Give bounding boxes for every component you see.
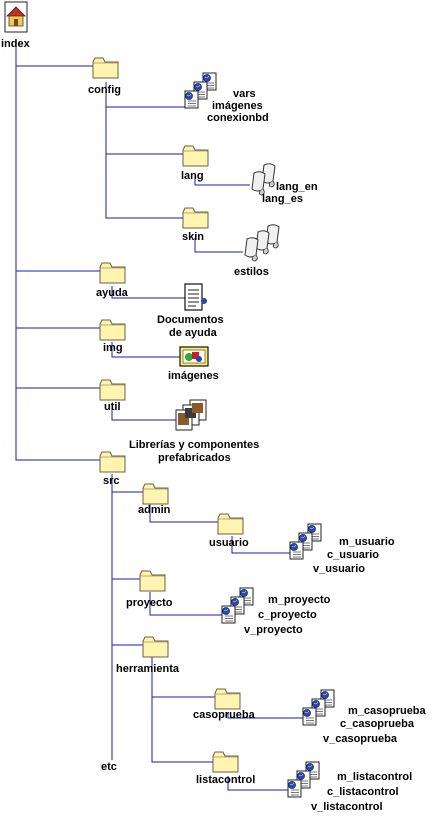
proyecto-file-m: m_proyecto	[268, 594, 331, 606]
node-usuario-label: usuario	[209, 537, 249, 549]
connector-usuario-files	[231, 536, 290, 554]
ayuda-file-line1: Documentos	[157, 314, 224, 326]
connector-ayuda-files	[111, 286, 185, 299]
img-picture-icon	[179, 346, 209, 367]
folder-ayuda-icon	[99, 262, 126, 284]
folder-skin-icon	[182, 207, 209, 229]
usuario-file-v: v_usuario	[313, 563, 365, 575]
ayuda-file-line2: de ayuda	[169, 327, 218, 339]
config-file-conexionbd: conexionbd	[207, 112, 269, 124]
listacontrol-files-icon	[287, 761, 320, 798]
folder-herramienta-icon	[142, 636, 169, 658]
node-config-label: config	[88, 84, 121, 96]
node-index-label: index	[1, 38, 31, 50]
index-home-icon	[4, 1, 28, 33]
folder-config-icon	[92, 57, 119, 79]
folder-util-icon	[99, 379, 126, 401]
util-library-stack-icon	[175, 399, 207, 431]
lang-files-scroll-icon	[251, 163, 276, 196]
skin-files-scroll-icon	[244, 224, 280, 262]
usuario-file-m: m_usuario	[339, 536, 395, 548]
folder-img-icon	[99, 319, 126, 341]
lang-file-es: lang_es	[262, 193, 303, 205]
node-src-label: src	[103, 475, 120, 487]
connector-skin-files	[194, 238, 243, 253]
casoprueba-file-m: m_casoprueba	[348, 705, 427, 717]
node-img-label: img	[103, 342, 123, 354]
skin-file-estilos: estilos	[234, 266, 269, 278]
connector-img-files	[111, 342, 180, 358]
node-admin-label: admin	[138, 504, 171, 516]
node-ayuda-label: ayuda	[96, 287, 129, 299]
folder-listacontrol-icon	[212, 751, 239, 773]
connector-casoprueba-files	[227, 712, 303, 719]
folder-admin-icon	[142, 483, 169, 505]
util-file-line2: prefabricados	[158, 452, 231, 464]
lang-file-en: lang_en	[276, 181, 318, 193]
connector-admin-trunk	[149, 504, 218, 523]
connector-listacontrol-files	[227, 776, 288, 791]
node-skin-label: skin	[182, 231, 204, 243]
folder-proyecto-icon	[139, 570, 166, 592]
listacontrol-file-c: c_listacontrol	[327, 786, 399, 798]
folder-casoprueba-icon	[214, 688, 241, 710]
casoprueba-file-c: c_casoprueba	[340, 718, 415, 730]
util-file-line1: Librerías y componentes	[129, 439, 259, 451]
img-file-imagenes: imágenes	[168, 370, 219, 382]
connector-config-trunk	[105, 82, 183, 219]
proyecto-file-v: v_proyecto	[244, 624, 303, 636]
proyecto-file-c: c_proyecto	[258, 609, 317, 621]
node-util-label: util	[104, 401, 121, 413]
connector-lang-files	[194, 175, 250, 186]
connector-proyecto-files	[149, 592, 222, 616]
node-herramienta-label: herramienta	[116, 663, 180, 675]
connector-util-files	[111, 403, 176, 421]
folder-lang-icon	[182, 145, 209, 167]
connector-index-trunk	[15, 40, 100, 461]
casoprueba-file-v: v_casoprueba	[323, 733, 398, 745]
node-casoprueba-label: casoprueba	[193, 709, 256, 721]
proyecto-files-icon	[221, 587, 254, 624]
connector-herramienta-trunk	[151, 657, 213, 763]
listacontrol-file-v: v_listacontrol	[311, 801, 383, 813]
node-listacontrol-label: listacontrol	[196, 774, 255, 786]
listacontrol-file-m: m_listacontrol	[337, 771, 412, 783]
config-file-vars: vars	[233, 88, 256, 100]
node-etc-label: etc	[101, 761, 117, 773]
folder-usuario-icon	[217, 513, 244, 535]
config-file-imagenes: imágenes	[212, 100, 263, 112]
node-proyecto-label: proyecto	[126, 597, 173, 609]
folder-src-icon	[99, 451, 126, 473]
usuario-file-c: c_usuario	[327, 549, 379, 561]
ayuda-document-icon	[184, 283, 207, 311]
casoprueba-files-icon	[302, 689, 335, 726]
node-lang-label: lang	[181, 170, 204, 182]
usuario-files-icon	[289, 523, 322, 560]
tree-connectors	[15, 40, 303, 791]
